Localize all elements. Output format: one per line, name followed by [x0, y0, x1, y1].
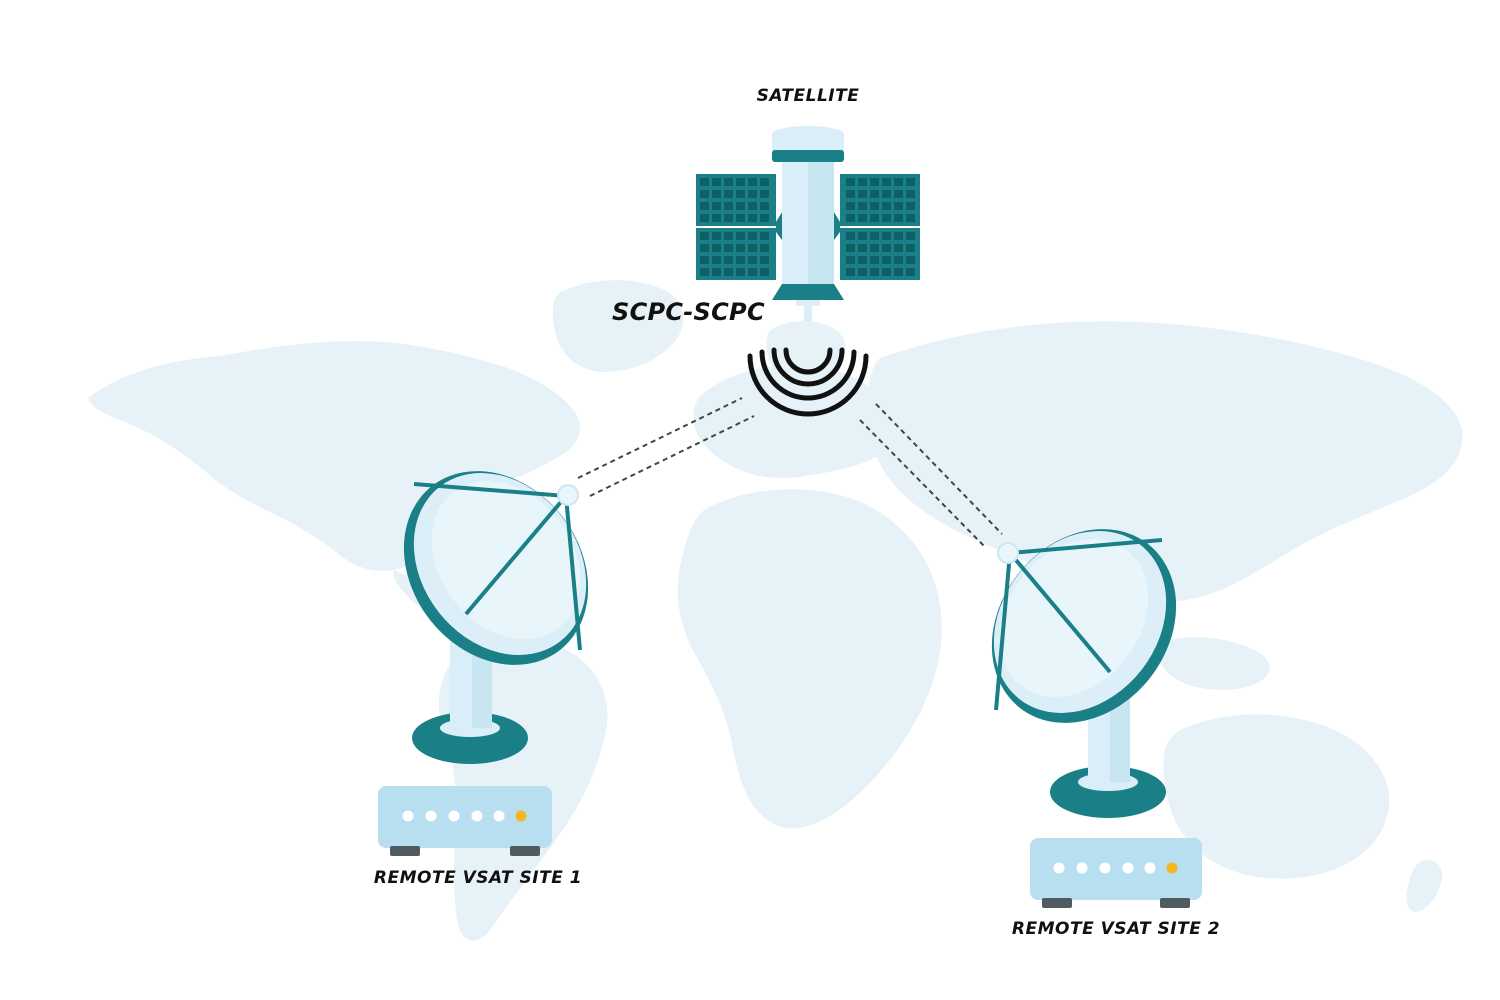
modem-led [1099, 862, 1111, 874]
modem-icon [378, 786, 552, 856]
modem-led [402, 810, 414, 822]
link-type-label: SCPC-SCPC [612, 298, 765, 326]
solar-panel-left-bottom [696, 228, 776, 280]
satellite-icon [696, 126, 920, 322]
uplink-line-site1-b [589, 415, 755, 497]
modem-led [493, 810, 505, 822]
signal-links [577, 397, 1003, 549]
solar-panel-left-top [696, 174, 776, 226]
satellite-dish-icon [991, 529, 1177, 818]
modem-led [1053, 862, 1065, 874]
uplink-line-site2-a [875, 403, 1003, 535]
modem-led [1122, 862, 1134, 874]
solar-panel-right-top [840, 174, 920, 226]
modem-led-active [1166, 862, 1178, 874]
modem-led [425, 810, 437, 822]
uplink-line-site1-a [577, 397, 743, 479]
satellite-dish-icon [403, 471, 589, 764]
site2-label: REMOTE VSAT SITE 2 [1011, 919, 1221, 939]
signal-waves-icon [747, 347, 869, 417]
uplink-line-site2-b [859, 419, 987, 549]
modem-led [448, 810, 460, 822]
world-map-icon [88, 280, 1463, 941]
solar-panel-right-bottom [840, 228, 920, 280]
satellite-body [772, 126, 844, 322]
modem-led-active [515, 810, 527, 822]
modem-led [1144, 862, 1156, 874]
site1-label: REMOTE VSAT SITE 1 [373, 868, 583, 888]
modem-led [471, 810, 483, 822]
modem-led [1076, 862, 1088, 874]
modem-icon [1030, 838, 1202, 908]
satellite-label: SATELLITE [756, 86, 860, 106]
